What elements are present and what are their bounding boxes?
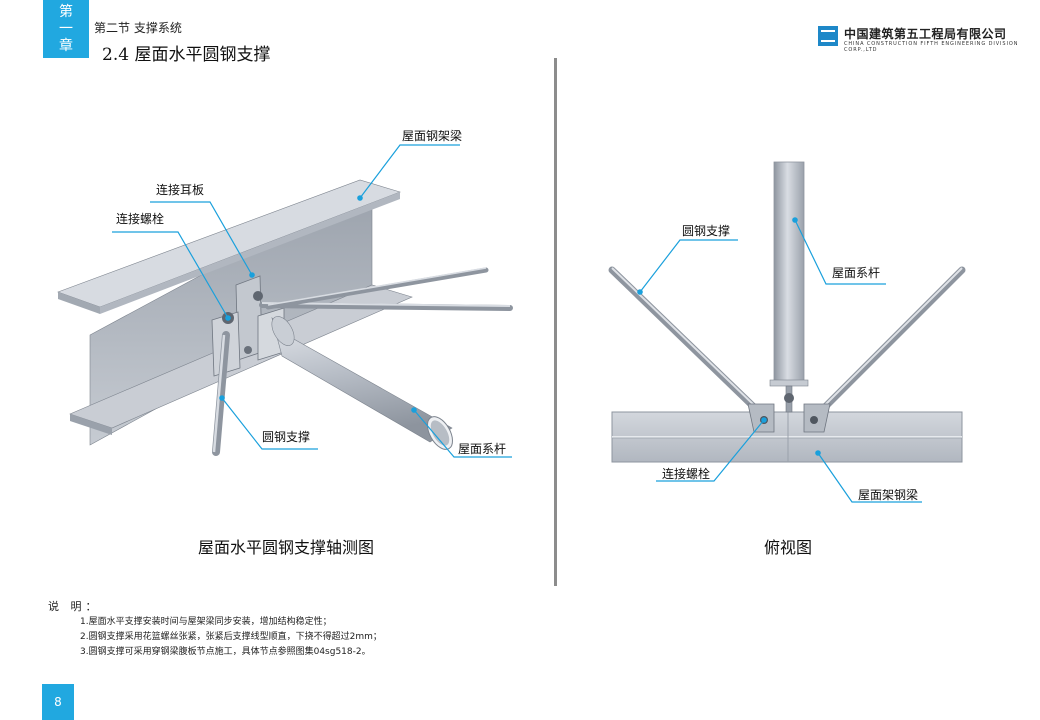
company-name-cn: 中国建筑第五工程局有限公司 [844, 27, 1007, 41]
label-round-bar: 圆钢支撑 [262, 430, 311, 444]
left-figure-caption: 屋面水平圆钢支撑轴测图 [198, 538, 375, 557]
chapter-tab: 第 一 章 [43, 0, 89, 58]
note-item: 3.圆钢支撑可采用穿钢梁腹板节点施工，具体节点参照图集04sg518-2。 [80, 647, 371, 657]
label-tie-rod: 屋面系杆 [458, 442, 507, 456]
page-number: 8 [42, 684, 74, 720]
page-title: 2.4 屋面水平圆钢支撑 [102, 45, 271, 65]
notes-heading: 说 明： [48, 600, 101, 613]
right-figure-caption: 俯视图 [764, 538, 813, 557]
note-item: 1.屋面水平支撑安装时间与屋架梁同步安装，增加结构稳定性； [80, 617, 332, 627]
leader-lines [112, 144, 922, 503]
figure-divider [554, 58, 557, 586]
connection-plates [211, 275, 285, 377]
label-bolt: 连接螺栓 [116, 212, 165, 226]
axonometric-beam [57, 179, 413, 446]
label-roof-beam: 屋面钢架梁 [402, 129, 463, 143]
note-item: 2.圆钢支撑采用花篮螺丝张紧，张紧后支撑线型顺直，下挠不得超过2mm； [80, 632, 382, 642]
label-lug-plate: 连接耳板 [156, 183, 205, 197]
topview-tie-rod [769, 161, 809, 413]
company-name-en: CHINA CONSTRUCTION FIFTH ENGINEERING DIV… [844, 41, 1019, 53]
company-logo-icon [818, 26, 838, 46]
topview-beam [611, 411, 963, 463]
axonometric-tie-tube [271, 316, 453, 450]
section-label: 第二节 支撑系统 [94, 21, 182, 35]
topview-round-bars [608, 266, 966, 433]
leader-dots [219, 195, 821, 456]
label-round-bar-top: 圆钢支撑 [682, 224, 731, 238]
label-tie-rod-top: 屋面系杆 [832, 266, 881, 280]
label-bolt-top: 连接螺栓 [662, 467, 711, 481]
label-roof-beam-top: 屋面架钢梁 [858, 488, 919, 502]
axonometric-round-bars [212, 267, 513, 456]
